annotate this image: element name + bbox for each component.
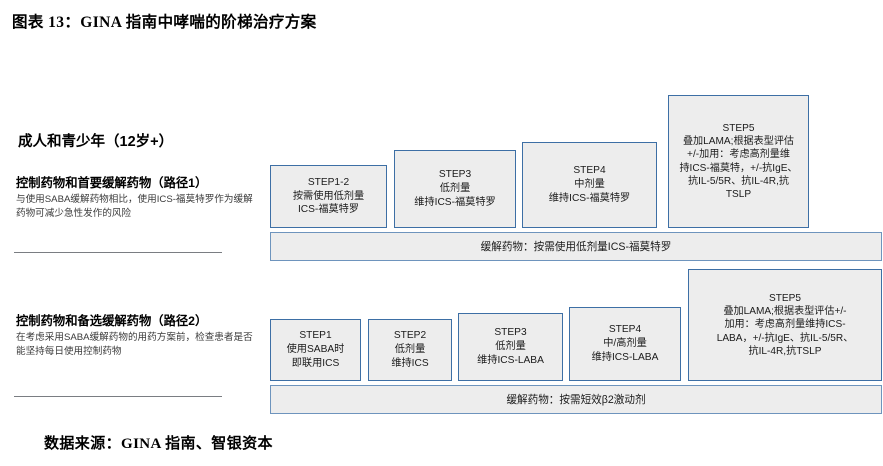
reliever-bar-track1[interactable]: 缓解药物：按需使用低剂量ICS-福莫特罗: [270, 232, 882, 261]
step-box-track1-step4-text: STEP4 中剂量 维持ICS-福莫特罗: [548, 165, 631, 204]
sidebar-block-track2: 控制药物和备选缓解药物（路径2） 在考虑采用SABA缓解药物的用药方案前，检查患…: [16, 314, 260, 358]
reliever-bar-track2-text: 缓解药物：按需短效β2激动剂: [506, 394, 646, 406]
reliever-bar-track1-text: 缓解药物：按需使用低剂量ICS-福莫特罗: [480, 241, 672, 253]
age-group-heading: 成人和青少年（12岁+）: [18, 134, 174, 150]
source-note: 数据来源：GINA 指南、智银资本: [44, 436, 273, 452]
step-box-track1-step3-text: STEP3 低剂量 维持ICS-福莫特罗: [414, 169, 496, 208]
sidebar-block-track2-title: 控制药物和备选缓解药物（路径2）: [16, 314, 208, 328]
step-box-track2-step4-text: STEP4 中/高剂量 维持ICS-LABA: [591, 324, 659, 363]
step-box-track2-step3-text: STEP3 低剂量 维持ICS-LABA: [477, 327, 544, 366]
sidebar-block-track1: 控制药物和首要缓解药物（路径1） 与使用SABA缓解药物相比，使用ICS-福莫特…: [16, 176, 260, 220]
sidebar-block-track2-description: 在考虑采用SABA缓解药物的用药方案前，检查患者是否能坚持每日使用控制药物: [16, 332, 253, 357]
step-box-track2-step1[interactable]: STEP1 使用SABA时 即联用ICS: [270, 319, 361, 381]
step-track-2: STEP1 使用SABA时 即联用ICS STEP2 低剂量 维持ICS STE…: [270, 266, 882, 414]
step-box-track2-step5-text: STEP5 叠加LAMA;根据表型评估+/- 加用：考虑高剂量维持ICS- LA…: [716, 292, 854, 357]
step-box-track2-step1-text: STEP1 使用SABA时 即联用ICS: [286, 330, 345, 369]
step-box-track1-step1-2[interactable]: STEP1-2 按需使用低剂量 ICS-福莫特罗: [270, 165, 387, 228]
step-box-track2-step2[interactable]: STEP2 低剂量 维持ICS: [368, 319, 452, 381]
step-box-track1-step3[interactable]: STEP3 低剂量 维持ICS-福莫特罗: [394, 150, 516, 228]
step-box-track1-step1-2-text: STEP1-2 按需使用低剂量 ICS-福莫特罗: [292, 176, 365, 216]
divider-lower: [14, 396, 222, 397]
step-box-track1-step4[interactable]: STEP4 中剂量 维持ICS-福莫特罗: [522, 142, 657, 228]
step-box-track1-step5[interactable]: STEP5 叠加LAMA;根据表型评估 +/-加用：考虑高剂量维 持ICS-福莫…: [668, 95, 809, 228]
sidebar-block-track1-title: 控制药物和首要缓解药物（路径1）: [16, 176, 208, 190]
step-box-track1-step5-text: STEP5 叠加LAMA;根据表型评估 +/-加用：考虑高剂量维 持ICS-福莫…: [679, 122, 798, 201]
step-box-track2-step4[interactable]: STEP4 中/高剂量 维持ICS-LABA: [569, 307, 681, 381]
page-title: 图表 13：GINA 指南中哮喘的阶梯治疗方案: [12, 14, 317, 31]
step-box-track2-step5[interactable]: STEP5 叠加LAMA;根据表型评估+/- 加用：考虑高剂量维持ICS- LA…: [688, 269, 882, 381]
divider-upper: [14, 252, 222, 253]
sidebar-block-track1-description: 与使用SABA缓解药物相比，使用ICS-福莫特罗作为缓解药物可减少急性发作的风险: [16, 194, 253, 219]
step-track-1: STEP1-2 按需使用低剂量 ICS-福莫特罗 STEP3 低剂量 维持ICS…: [270, 92, 882, 264]
reliever-bar-track2[interactable]: 缓解药物：按需短效β2激动剂: [270, 385, 882, 414]
step-box-track2-step2-text: STEP2 低剂量 维持ICS: [391, 330, 429, 369]
step-box-track2-step3[interactable]: STEP3 低剂量 维持ICS-LABA: [458, 313, 563, 381]
